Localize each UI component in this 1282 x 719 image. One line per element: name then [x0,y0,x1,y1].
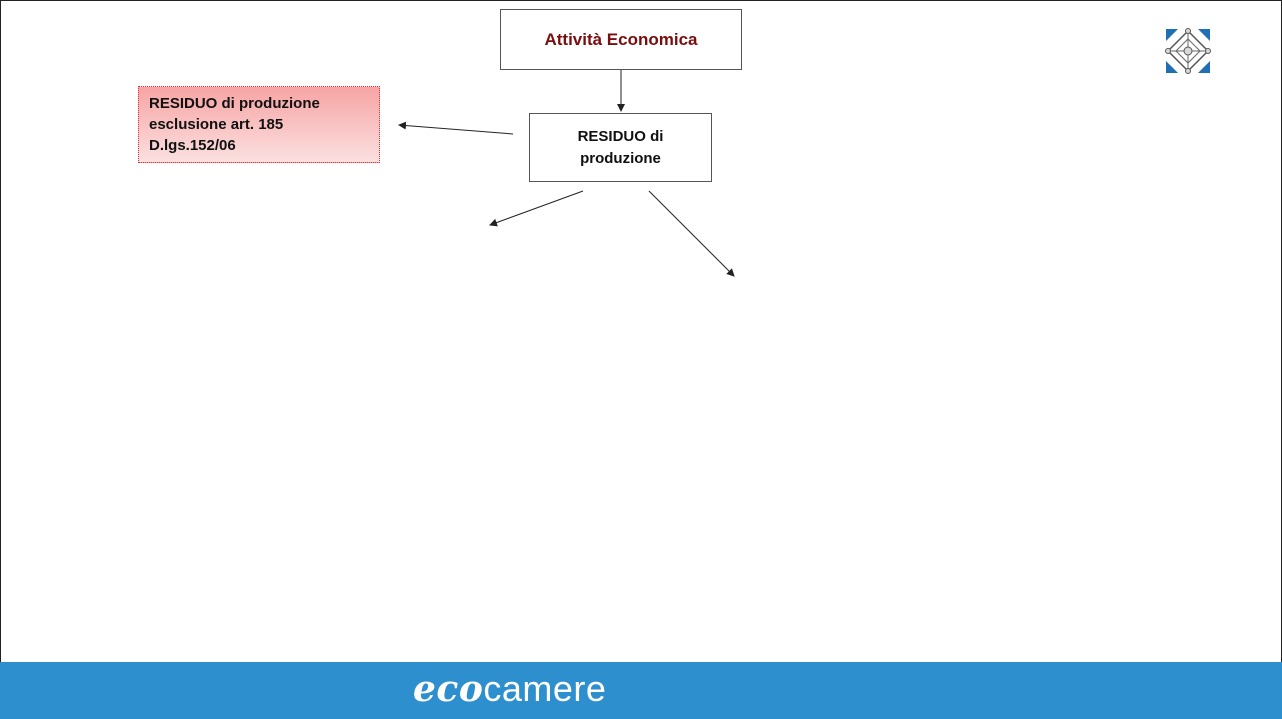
residuo-line1: RESIDUO di [577,127,664,145]
arrow-middle-to-right-down [648,190,735,277]
ecocamere-logo: ecocamere [413,668,606,710]
footer-bar: ecocamere [0,662,1282,719]
brand-eco: eco [413,668,484,710]
network-logo-icon [1163,26,1213,76]
residuo-produzione-box: RESIDUO di produzione [529,113,712,182]
esclusione-line3: D.lgs.152/06 [149,137,236,154]
esclusione-line2: esclusione art. 185 [149,116,284,133]
arrow-middle-to-left-down [489,190,584,227]
brand-camere: camere [483,668,607,709]
attivita-economica-box: Attività Economica [500,9,742,70]
residuo-line2: produzione [580,149,661,167]
residuo-esclusione-box: RESIDUO di produzione esclusione art. 18… [138,86,380,163]
esclusione-line1: RESIDUO di produzione [149,95,320,112]
arrow-middle-to-red [398,121,514,135]
attivita-economica-label: Attività Economica [544,29,698,49]
